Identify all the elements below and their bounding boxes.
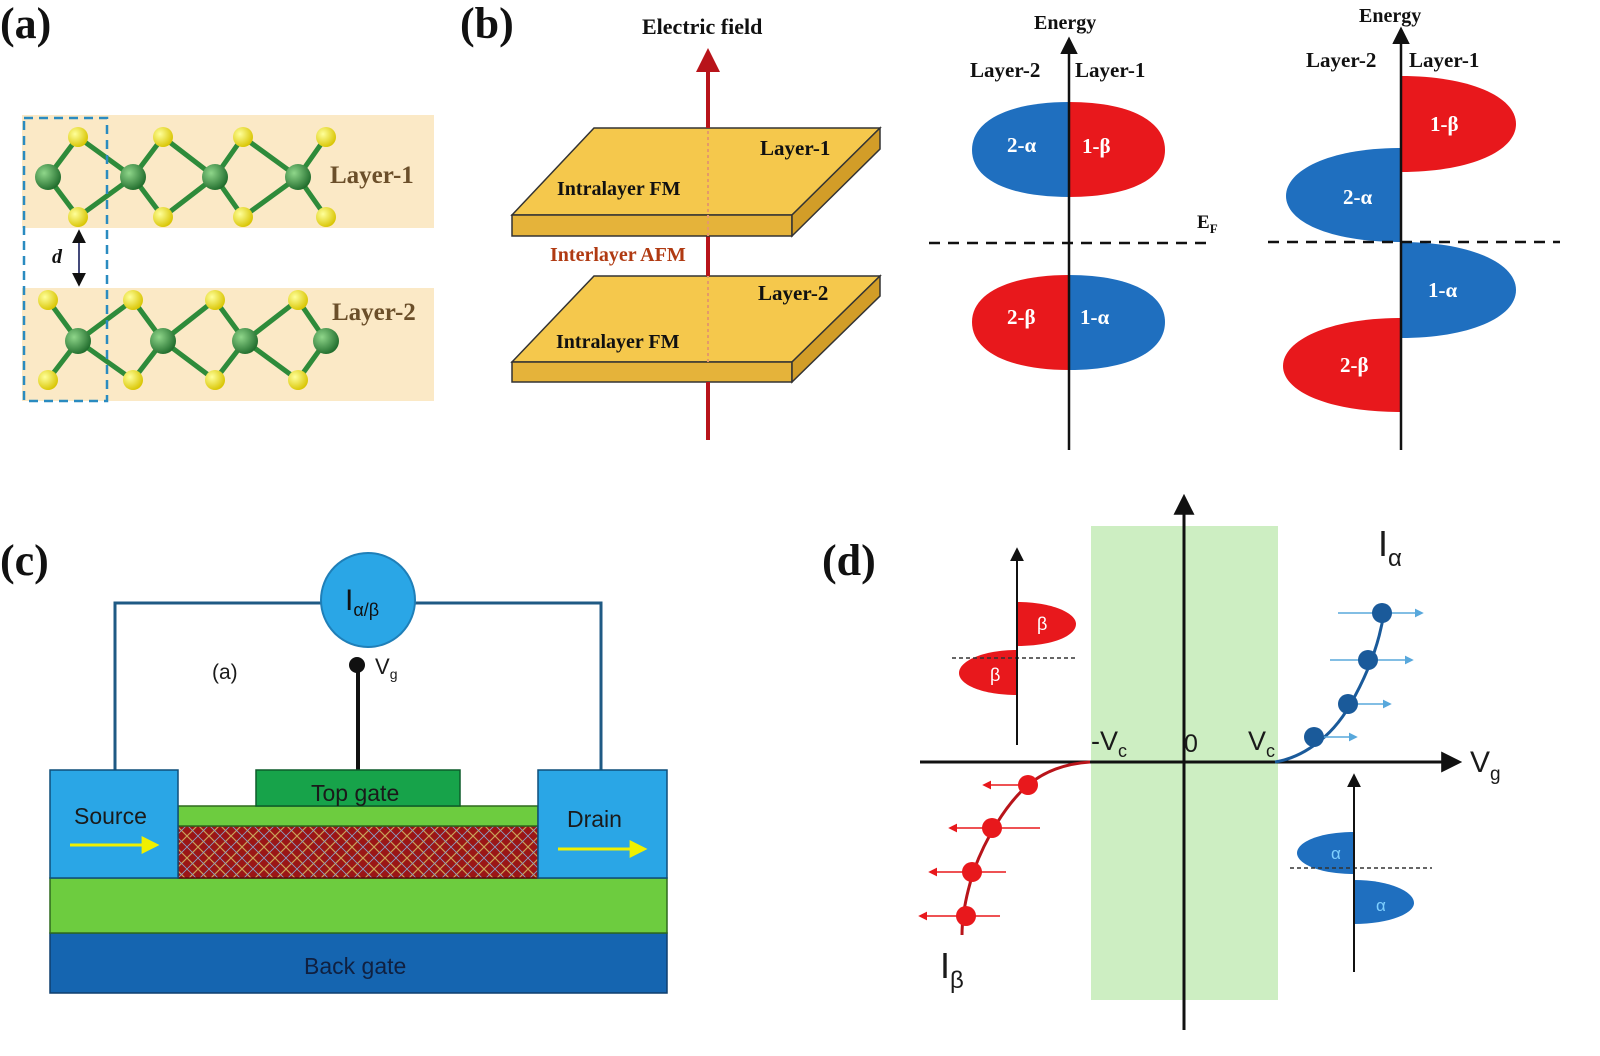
field-label-1-alpha: 1-α bbox=[1428, 278, 1457, 302]
source-label: Source bbox=[74, 803, 147, 829]
band-diagram-zero-field: Energy Layer-2 Layer-1 2-α 1-β 2-β 1-α E… bbox=[929, 12, 1218, 450]
back-gate-layer bbox=[49, 932, 668, 994]
panel-d-transfer-plot: -Vc 0 Vc Vg Iα bbox=[918, 493, 1501, 1030]
dielectric-top bbox=[177, 805, 539, 827]
i-alpha-points bbox=[1304, 603, 1424, 747]
panel-label-c: (c) bbox=[0, 536, 49, 585]
i-beta-points bbox=[918, 775, 1040, 926]
intralayer-fm-bottom-label: Intralayer FM bbox=[556, 331, 680, 353]
state-1-alpha bbox=[1069, 275, 1165, 370]
panel-a-layer2-label: Layer-2 bbox=[332, 299, 416, 326]
drain-electrode bbox=[537, 769, 668, 879]
field-label-1-beta: 1-β bbox=[1430, 112, 1459, 136]
i-alpha-label: Iα bbox=[1378, 523, 1402, 572]
bilayer-channel bbox=[177, 825, 539, 879]
panel-c-device: Iα/β Vg (a) Source Drain Top gate Back g… bbox=[49, 552, 668, 994]
band-diagram-with-field: Energy Layer-2 Layer-1 1-β 2-α 1-α 2-β bbox=[1268, 5, 1560, 450]
panel-b-slabs: Electric field Layer-1 Intralayer FM Int… bbox=[510, 14, 882, 440]
inset-beta-bottom-label: β bbox=[990, 665, 1000, 685]
unit-cell-box bbox=[22, 116, 109, 403]
inset-beta-top-label: β bbox=[1037, 614, 1047, 634]
vg-axis-label: Vg bbox=[1470, 746, 1501, 785]
interlayer-afm-label: Interlayer AFM bbox=[550, 244, 686, 266]
back-gate-label: Back gate bbox=[304, 953, 406, 979]
panel-label-b: (b) bbox=[460, 0, 514, 48]
top-gate-label: Top gate bbox=[311, 780, 399, 806]
i-alpha-curve bbox=[1274, 611, 1386, 764]
layer2-slab-side bbox=[791, 274, 881, 384]
i-beta-label: Iβ bbox=[940, 945, 964, 994]
field-label-2-alpha: 2-α bbox=[1343, 185, 1372, 209]
band-right-layer2: Layer-2 bbox=[1306, 48, 1376, 72]
inset-beta: β β bbox=[952, 547, 1078, 745]
panel-a-layer1-label: Layer-1 bbox=[330, 162, 414, 189]
layer1-atoms bbox=[35, 127, 336, 227]
field-state-2-alpha bbox=[1286, 148, 1401, 242]
current-meter bbox=[320, 552, 416, 648]
distance-label: d bbox=[52, 246, 63, 268]
inset-alpha-bottom-label: α bbox=[1376, 896, 1386, 915]
layer2-slab-front bbox=[511, 361, 793, 383]
drain-label: Drain bbox=[567, 806, 622, 832]
slab-layer1-label: Layer-1 bbox=[760, 136, 830, 160]
top-gate-electrode bbox=[255, 769, 461, 807]
field-state-2-beta bbox=[1283, 318, 1401, 412]
label-2-beta: 2-β bbox=[1007, 305, 1036, 329]
field-state-1-alpha bbox=[1401, 242, 1516, 338]
current-meter-label: Iα/β bbox=[345, 584, 379, 620]
energy-label: Energy bbox=[1034, 12, 1096, 34]
field-energy-label: Energy bbox=[1359, 5, 1421, 27]
inset-alpha: α α bbox=[1290, 773, 1432, 972]
vc-label: Vc bbox=[1248, 726, 1275, 761]
state-1-beta bbox=[1069, 102, 1165, 197]
layer2-atoms bbox=[38, 290, 339, 390]
neg-vc-label: -Vc bbox=[1091, 726, 1127, 761]
band-left-layer1: Layer-1 bbox=[1075, 58, 1145, 82]
band-right-layer1: Layer-1 bbox=[1409, 48, 1479, 72]
band-left-layer2: Layer-2 bbox=[970, 58, 1040, 82]
gate-terminal bbox=[349, 657, 365, 673]
label-1-alpha: 1-α bbox=[1080, 305, 1109, 329]
inner-panel-label: (a) bbox=[212, 661, 238, 684]
intralayer-fm-top-label: Intralayer FM bbox=[557, 178, 681, 200]
layer1-slab-front bbox=[511, 214, 793, 237]
gate-voltage-label: Vg bbox=[375, 654, 397, 682]
zero-label: 0 bbox=[1184, 730, 1198, 758]
fermi-level-label: EF bbox=[1197, 212, 1218, 236]
panel-a-crystal: d Layer-1 Layer-2 bbox=[22, 115, 434, 403]
dielectric-bottom bbox=[49, 877, 668, 934]
panel-label-d: (d) bbox=[822, 536, 876, 585]
source-electrode bbox=[49, 769, 179, 879]
inset-alpha-top-label: α bbox=[1331, 844, 1341, 863]
panel-label-a: (a) bbox=[0, 0, 51, 48]
label-1-beta: 1-β bbox=[1082, 134, 1111, 158]
electric-field-label: Electric field bbox=[642, 14, 762, 39]
wire-drain bbox=[414, 601, 603, 770]
field-state-1-beta bbox=[1401, 76, 1516, 172]
state-2-beta bbox=[972, 275, 1069, 370]
layer1-slab-side bbox=[791, 126, 881, 238]
wire-source bbox=[113, 601, 322, 770]
label-2-alpha: 2-α bbox=[1007, 133, 1036, 157]
field-label-2-beta: 2-β bbox=[1340, 353, 1369, 377]
state-2-alpha bbox=[972, 102, 1069, 197]
layer2-band bbox=[22, 288, 434, 401]
slab-layer2-label: Layer-2 bbox=[758, 281, 828, 305]
